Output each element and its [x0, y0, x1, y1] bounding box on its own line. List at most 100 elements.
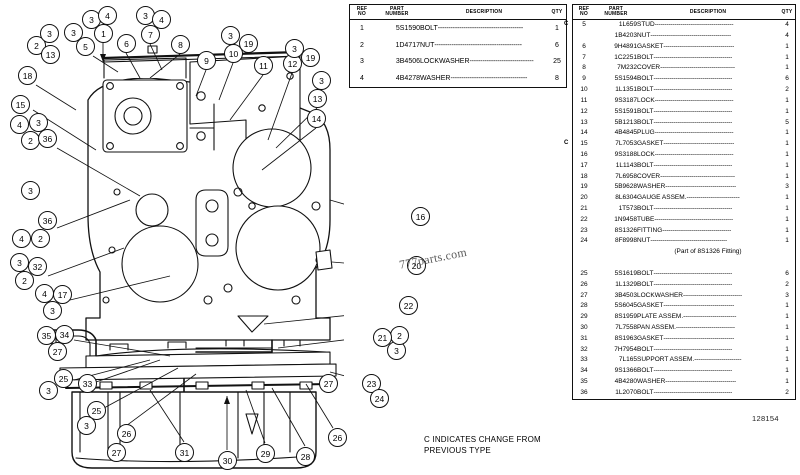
callout-bubble: 2	[21, 131, 40, 150]
cell-qty: 1	[785, 129, 789, 137]
cell-qty: 1	[785, 226, 789, 234]
cell-part-number: 7L6958	[615, 172, 637, 180]
cell-qty: 2	[785, 389, 789, 397]
cell-ref-no: 3	[360, 58, 364, 66]
th-ref-no: REF NO	[573, 5, 595, 20]
callout-bubble: 4	[152, 10, 171, 29]
callout-bubble: 7	[141, 25, 160, 44]
footnote-line-1: C INDICATES CHANGE FROM	[424, 435, 541, 444]
cell-description: BOLT------------------------------------…	[637, 161, 733, 169]
callout-number: 2	[397, 330, 402, 341]
callout-number: 4	[42, 288, 47, 299]
cell-qty: 1	[785, 107, 789, 115]
th-qty: QTY	[779, 5, 795, 20]
cell-ref-no: 15	[580, 140, 588, 148]
cell-part-number: 1L1143	[615, 161, 637, 169]
callout-bubble: 25	[87, 401, 106, 420]
callout-number: 9	[204, 55, 209, 66]
callout-bubble: 24	[370, 389, 389, 408]
cell-ref-no: 8	[582, 64, 586, 72]
callout-number: 3	[143, 10, 148, 21]
callout-bubble: 18	[18, 66, 37, 85]
cell-qty: 1	[785, 323, 789, 331]
th-description: DESCRIPTION	[420, 5, 548, 20]
callout-bubble: 14	[307, 109, 326, 128]
cell-description: NUT-------------------------------------…	[637, 32, 731, 40]
cell-ref-no: 6	[582, 42, 586, 50]
cell-part-number: 1L659	[618, 21, 637, 29]
cell-qty	[779, 247, 795, 258]
cell-qty: 1	[785, 150, 789, 158]
cell-qty: 4	[785, 32, 789, 40]
callout-number: 8	[178, 39, 183, 50]
callout-bubble: 2	[15, 271, 34, 290]
cell-part-number: 5S1591	[614, 107, 637, 115]
cell-part-number: 8S1963	[614, 334, 637, 342]
callout-bubble: 32	[28, 257, 47, 276]
callout-number: 25	[58, 373, 69, 384]
cell-ref-no: 31	[580, 334, 588, 342]
cell-part-number: 5S1619	[614, 269, 637, 277]
cell-part-number: 1T573	[618, 205, 637, 213]
callout-bubble: 2	[31, 229, 50, 248]
callout-bubble: 2	[390, 326, 409, 345]
callout-number: 27	[52, 346, 63, 357]
callout-bubble: 36	[38, 211, 57, 230]
cell-part-number: 7H7954	[614, 345, 637, 353]
cell-description: NUT-------------------------------------…	[420, 41, 522, 49]
cell-description: BOLT------------------------------------…	[637, 367, 733, 375]
cell-description: LOCKWASHER------------------------------	[420, 58, 534, 66]
callout-number: 23	[366, 378, 377, 389]
callout-number: 27	[111, 447, 122, 458]
table-main-header: REF NO PART NUMBER DESCRIPTION QTY	[350, 5, 566, 20]
cell-description: GASKET----------------------------------…	[637, 42, 735, 50]
cell-qty: 1	[785, 356, 789, 364]
cell-description: SUPPORT ASSEM.------------------------	[637, 356, 742, 364]
callout-bubble: 13	[41, 45, 60, 64]
callout-number: 20	[411, 260, 422, 271]
callout-number: 28	[300, 451, 311, 462]
callout-number: 3	[292, 43, 297, 54]
cell-description: FITTING---------------------------------…	[637, 226, 732, 234]
callout-bubble: 6	[117, 34, 136, 53]
cell-ref-no: 10	[580, 86, 588, 94]
cell-qty: 1	[555, 24, 559, 32]
cell-qty: 5	[785, 118, 789, 126]
callout-bubble: 3	[29, 113, 48, 132]
cell-qty: 4	[785, 21, 789, 29]
cell-ref-no: 13	[580, 118, 588, 126]
callout-bubble: 1	[94, 24, 113, 43]
callout-number: 35	[41, 330, 52, 341]
cell-part-number: 1C2251	[614, 53, 637, 61]
callout-bubble: 3	[21, 181, 40, 200]
cell-qty: 1	[785, 96, 789, 104]
cell-part-number	[595, 258, 637, 269]
cell-ref-no: 34	[580, 367, 588, 375]
cell-ref-no: 14	[580, 129, 588, 137]
callout-number: 30	[222, 455, 233, 466]
callout-number: 2	[38, 233, 43, 244]
callout-number: 4	[19, 233, 24, 244]
cell-description: TUBE------------------------------------…	[637, 215, 733, 223]
cell-qty: 2	[785, 280, 789, 288]
cell-qty	[779, 258, 795, 269]
cell-description: COVER-----------------------------------…	[637, 172, 735, 180]
th-ref-no: REF NO	[350, 5, 374, 20]
cell-qty: 25	[553, 58, 561, 66]
cell-ref-no: 32	[580, 345, 588, 353]
callout-number: 26	[121, 428, 132, 439]
cell-description: PLATE ASSEM.---------------------------	[637, 313, 737, 321]
cell-part-number: 4B4845	[614, 129, 637, 137]
